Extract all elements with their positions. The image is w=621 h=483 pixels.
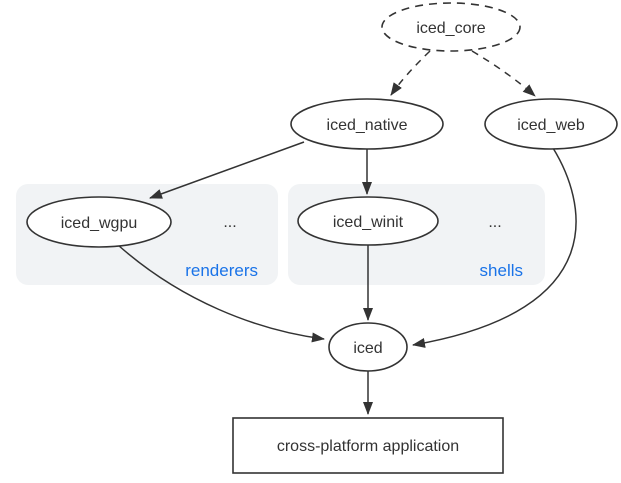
node-iced-core: iced_core [381, 2, 521, 52]
node-iced-web: iced_web [484, 98, 618, 150]
node-iced-winit: iced_winit [297, 196, 439, 246]
node-iced: iced [328, 322, 408, 372]
node-iced-wgpu: iced_wgpu [26, 196, 172, 248]
iced-winit-label: iced_winit [333, 214, 404, 231]
shells-ellipsis: ... [488, 214, 501, 231]
iced-web-ellipse [484, 98, 618, 150]
renderers-ellipsis: ... [223, 214, 236, 231]
iced-winit-ellipse [297, 196, 439, 246]
edges [117, 50, 577, 415]
iced-core-ellipse [381, 2, 521, 52]
edge-iced-core-to-iced-native [390, 50, 431, 96]
app-rectangle [232, 417, 504, 474]
edge-iced-native-to-iced-wgpu [149, 141, 305, 199]
iced-ellipse [328, 322, 408, 372]
shells-group-label: shells [480, 261, 523, 280]
app-label: cross-platform application [277, 438, 459, 455]
node-iced-native: iced_native [290, 98, 444, 150]
edge-iced-core-to-iced-web [471, 50, 536, 97]
renderers-group-label: renderers [185, 261, 258, 280]
edge-iced-wgpu-to-iced [117, 244, 325, 343]
node-cross-platform-application: cross-platform application [232, 417, 504, 474]
iced-label: iced [353, 340, 382, 357]
edge-iced-web-to-iced [412, 147, 577, 348]
iced-core-label: iced_core [416, 20, 485, 37]
iced-native-ellipse [290, 98, 444, 150]
iced-wgpu-label: iced_wgpu [61, 215, 138, 232]
iced-wgpu-ellipse [26, 196, 172, 248]
iced-web-label: iced_web [517, 117, 585, 134]
iced-native-label: iced_native [327, 117, 408, 134]
